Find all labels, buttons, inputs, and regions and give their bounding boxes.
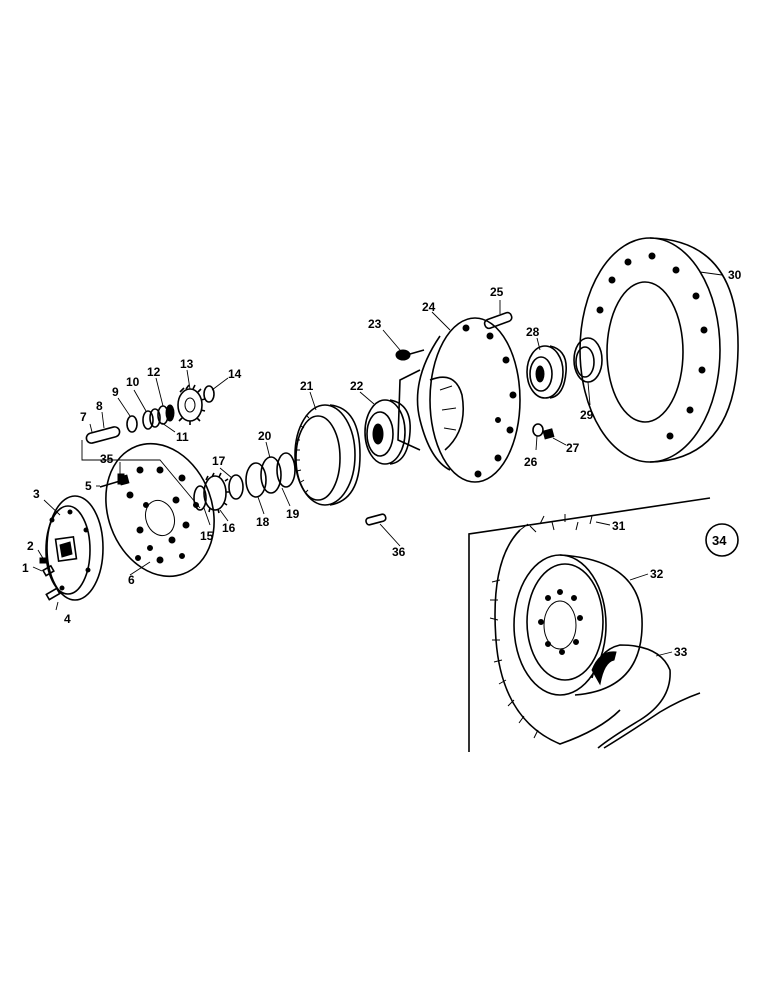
- label-14: 14: [228, 367, 242, 381]
- part-15-16-sun-gear: [193, 472, 230, 514]
- leader-lines: [32, 271, 723, 657]
- part-26-27-nut: [532, 423, 555, 440]
- label-3: 3: [33, 487, 40, 501]
- label-29: 29: [580, 408, 594, 422]
- part-28-bearing: [526, 345, 567, 399]
- part-6-carrier-disc: [105, 442, 215, 578]
- part-9-12-washers: [126, 404, 175, 433]
- label-4: 4: [64, 612, 71, 626]
- label-8: 8: [96, 399, 103, 413]
- label-17: 17: [212, 454, 226, 468]
- part-13-planet-gear: [177, 384, 206, 425]
- part-14-washer: [203, 385, 215, 403]
- part-23-nipple: [395, 349, 425, 361]
- label-33: 33: [674, 645, 688, 659]
- label-6: 6: [128, 573, 135, 587]
- label-34: 34: [712, 533, 727, 548]
- part-21-ring-gear: [294, 404, 361, 506]
- label-10: 10: [126, 375, 140, 389]
- label-36: 36: [392, 545, 406, 559]
- label-25: 25: [490, 285, 504, 299]
- label-9: 9: [112, 385, 119, 399]
- part-34-callout: [705, 523, 739, 557]
- label-12: 12: [147, 365, 161, 379]
- label-26: 26: [524, 455, 538, 469]
- label-5: 5: [85, 479, 92, 493]
- part-24-hub: [397, 317, 521, 483]
- label-32: 32: [650, 567, 664, 581]
- part-1-2-4-bolts: [39, 557, 61, 601]
- part-29-seal: [573, 337, 603, 383]
- label-11: 11: [176, 430, 189, 444]
- label-24: 24: [422, 300, 436, 314]
- label-15: 15: [200, 529, 214, 543]
- label-28: 28: [526, 325, 540, 339]
- part-22-bearing: [364, 399, 411, 465]
- label-2: 2: [27, 539, 34, 553]
- label-27: 27: [566, 441, 580, 455]
- part-35-pin: [117, 473, 125, 485]
- label-31: 31: [612, 519, 626, 533]
- label-35: 35: [100, 452, 114, 466]
- label-7: 7: [80, 410, 87, 424]
- part-25-pin: [483, 311, 513, 330]
- label-16: 16: [222, 521, 236, 535]
- part-number-labels: 1 2 3 4 5 6 7 8 9 10 11 12 13 14 15 16 1…: [22, 268, 742, 659]
- part-30-brake-drum: [579, 237, 739, 463]
- label-19: 19: [286, 507, 300, 521]
- label-18: 18: [256, 515, 270, 529]
- label-1: 1: [22, 561, 29, 575]
- part-17-20-rings: [228, 452, 296, 500]
- inset-wheel-assembly: [468, 497, 711, 752]
- part-36-pin: [365, 513, 387, 526]
- label-23: 23: [368, 317, 382, 331]
- label-21: 21: [300, 379, 314, 393]
- label-22: 22: [350, 379, 364, 393]
- part-5-bolt: [99, 474, 130, 488]
- part-7-8-shaft: [81, 426, 201, 509]
- label-30: 30: [728, 268, 742, 282]
- label-20: 20: [258, 429, 272, 443]
- part-3-cover-plate: [45, 495, 104, 601]
- label-13: 13: [180, 357, 194, 371]
